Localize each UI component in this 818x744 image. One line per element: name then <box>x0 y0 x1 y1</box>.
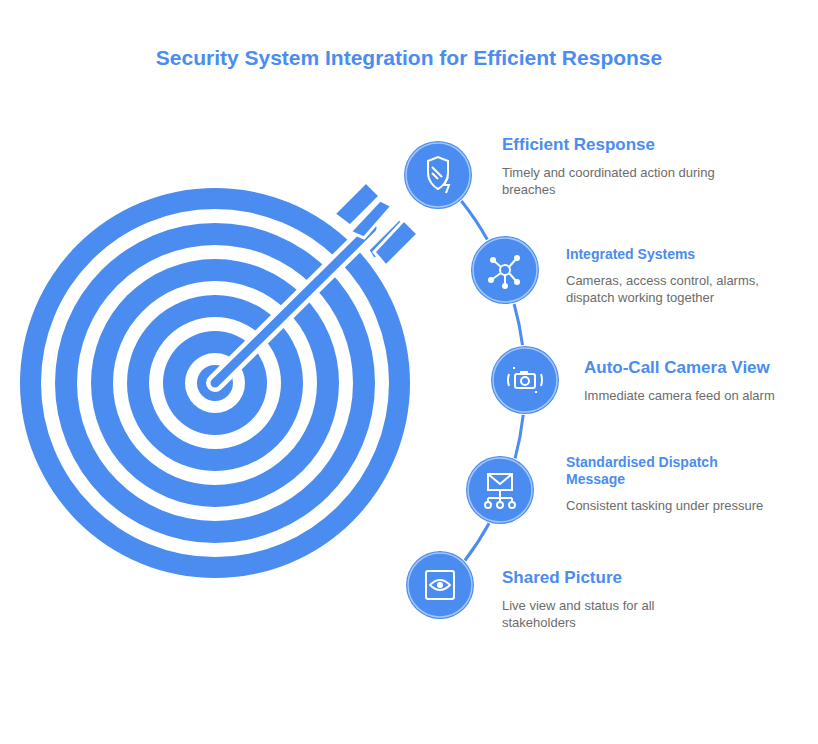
icon-circle <box>491 346 559 414</box>
arc-connector <box>514 304 522 345</box>
step-node: Shared PictureLive view and status for a… <box>406 551 702 619</box>
step-description: Immediate camera feed on alarm <box>584 388 809 405</box>
step-description: Timely and coordinated action during bre… <box>502 165 722 199</box>
step-text: Efficient ResponseTimely and coordinated… <box>502 135 722 199</box>
diagram-title: Security System Integration for Efficien… <box>0 46 818 70</box>
step-text: Auto-Call Camera ViewImmediate camera fe… <box>584 358 809 405</box>
step-description: Consistent tasking under pressure <box>566 498 766 515</box>
icon-circle <box>466 456 534 524</box>
icon-circle <box>406 551 474 619</box>
icon-circle <box>404 141 472 209</box>
step-text: Standardised Dispatch MessageConsistent … <box>566 454 766 514</box>
step-node: Auto-Call Camera ViewImmediate camera fe… <box>491 346 809 414</box>
step-icon <box>406 551 474 619</box>
arrow <box>215 182 418 383</box>
step-icon <box>466 456 534 524</box>
step-text: Integrated SystemsCameras, access contro… <box>566 246 796 307</box>
arc-connector <box>461 201 487 240</box>
step-node: Integrated SystemsCameras, access contro… <box>471 236 796 304</box>
step-heading: Integrated Systems <box>566 246 796 263</box>
step-description: Cameras, access control, alarms, dispatc… <box>566 273 796 307</box>
arc-connector <box>515 415 523 459</box>
step-text: Shared PictureLive view and status for a… <box>502 568 702 632</box>
step-heading: Efficient Response <box>502 135 722 155</box>
step-heading: Auto-Call Camera View <box>584 358 809 378</box>
step-icon <box>404 141 472 209</box>
arc-connector <box>465 523 489 560</box>
step-heading: Shared Picture <box>502 568 702 588</box>
icon-circle <box>471 236 539 304</box>
step-node: Efficient ResponseTimely and coordinated… <box>404 141 722 209</box>
step-node: Standardised Dispatch MessageConsistent … <box>466 456 766 524</box>
step-icon <box>471 236 539 304</box>
target-rings <box>20 188 410 578</box>
step-description: Live view and status for all stakeholder… <box>502 598 702 632</box>
step-heading: Standardised Dispatch Message <box>566 454 766 488</box>
step-icon <box>491 346 559 414</box>
